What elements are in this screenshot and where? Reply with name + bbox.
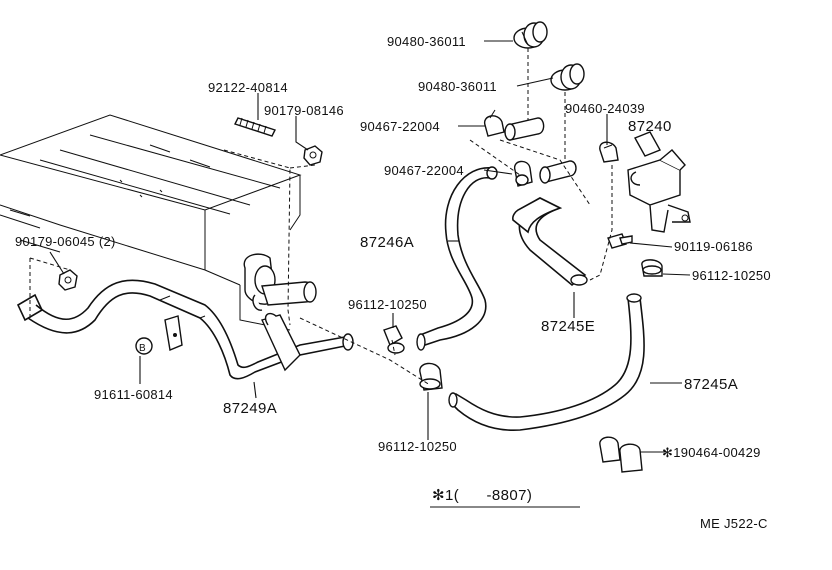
heater-valve-87240: [627, 131, 691, 233]
clamp-96112-mid: [383, 325, 405, 354]
label-90480-mid: 90480-36011: [418, 79, 497, 94]
figure-code: ME J522-C: [700, 516, 768, 531]
label-90467-mid: 90467-22004: [384, 163, 464, 178]
label-190464: ✻190464-00429: [662, 445, 761, 460]
label-92122: 92122-40814: [208, 80, 288, 95]
clamp-90467-mid: [514, 160, 533, 187]
hose-87245E: [512, 197, 588, 287]
leader-lines: [49, 40, 691, 453]
label-90460: 90460-24039: [565, 101, 645, 116]
hose-protector-190464: [599, 436, 643, 473]
grommet-90480-mid: [550, 63, 585, 91]
label-90467-top: 90467-22004: [360, 119, 440, 134]
pipe-joint-mid: [539, 160, 577, 184]
label-90480-top: 90480-36011: [387, 34, 466, 49]
engine-block: [0, 114, 317, 331]
clamp-96112-bottom: [419, 362, 443, 391]
hose-87246A: [416, 166, 498, 351]
label-87249A: 87249A: [223, 400, 277, 417]
label-90119: 90119-06186: [674, 239, 753, 254]
label-96112-bottom: 96112-10250: [378, 439, 457, 454]
clip-90460: [599, 141, 619, 163]
clamp-90467-top: [484, 109, 505, 137]
label-87246A: 87246A: [360, 234, 414, 251]
nut-90179-06045: [58, 269, 78, 291]
hose-87245A: [448, 293, 645, 431]
part-labels: 90480-36011 90480-36011 92122-40814 9017…: [15, 34, 771, 460]
label-87240: 87240: [628, 118, 672, 135]
nut-90179-08146: [303, 145, 323, 166]
bolt-90119: [607, 233, 633, 249]
clamp-96112-right: [641, 259, 663, 277]
pipe-joint-top: [504, 117, 545, 141]
footnote-text: ✻1( -8807): [432, 487, 532, 504]
grommet-90480-top: [513, 21, 548, 49]
label-96112-right: 96112-10250: [692, 268, 771, 283]
label-91611: 91611-60814: [94, 387, 173, 402]
grommet-91611: B: [135, 337, 153, 355]
label-87245E: 87245E: [541, 318, 595, 335]
bolt-marker-label: B: [139, 343, 146, 354]
label-90179-08146: 90179-08146: [264, 103, 344, 118]
label-96112-mid: 96112-10250: [348, 297, 427, 312]
water-pipe-87249A: [16, 279, 354, 380]
label-90179-06045: 90179-06045 (2): [15, 234, 116, 249]
stud-bolt-92122: [234, 117, 276, 137]
footnote: ✻1( -8807): [430, 487, 580, 508]
label-87245A: 87245A: [684, 376, 738, 393]
